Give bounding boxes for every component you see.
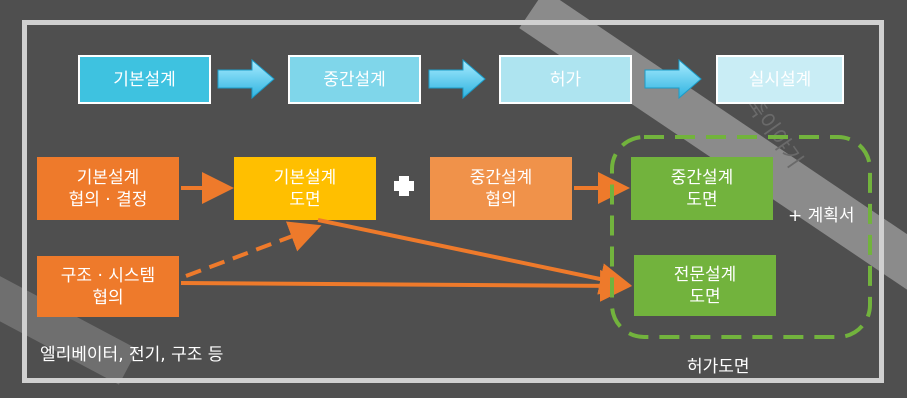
box-middle-drawing: 중간설계 도면 bbox=[631, 157, 773, 220]
stage-basic-design: 기본설계 bbox=[78, 55, 211, 104]
permit-drawings-label: 허가도면 bbox=[687, 357, 750, 377]
box-line: 도면 bbox=[686, 189, 718, 210]
box-specialist-drawing: 전문설계 도면 bbox=[634, 255, 776, 316]
stage-label: 허가 bbox=[549, 69, 582, 90]
box-line: 중간설계 bbox=[670, 167, 734, 188]
box-basic-drawing: 기본설계 도면 bbox=[234, 157, 376, 220]
stage-arrow-3 bbox=[644, 58, 702, 100]
box-line: 기본설계 bbox=[273, 167, 337, 188]
box-line: 구조 · 시스템 bbox=[60, 265, 156, 286]
box-structure-consult: 구조 · 시스템 협의 bbox=[37, 256, 179, 317]
box-basic-consult: 기본설계 협의 · 결정 bbox=[37, 157, 179, 220]
box-middle-consult: 중간설계 협의 bbox=[430, 157, 572, 220]
stage-label: 중간설계 bbox=[323, 69, 386, 90]
box-line: 협의 bbox=[485, 189, 517, 210]
box-line: 협의 · 결정 bbox=[68, 189, 148, 210]
arrow-structure-to-specialist bbox=[180, 269, 632, 302]
stage-label: 실시설계 bbox=[748, 69, 812, 90]
box-line: 전문설계 bbox=[673, 264, 737, 285]
box-line: 도면 bbox=[689, 286, 721, 307]
stage-arrow-2 bbox=[428, 58, 486, 100]
stage-detailed-design: 실시설계 bbox=[716, 55, 844, 104]
box-line: 기본설계 bbox=[76, 167, 140, 188]
stage-label: 기본설계 bbox=[113, 69, 176, 90]
plus-icon bbox=[394, 176, 414, 196]
box-line: 협의 bbox=[92, 287, 124, 308]
box-line: 중간설계 bbox=[469, 167, 533, 188]
plan-doc-label: + 계획서 bbox=[788, 206, 855, 226]
stage-middle-design: 중간설계 bbox=[288, 55, 421, 104]
permit-group-outline bbox=[610, 135, 872, 339]
stage-arrow-1 bbox=[217, 58, 275, 100]
diagram-frame bbox=[22, 20, 884, 383]
stage-permit: 허가 bbox=[499, 55, 632, 104]
dashed-arrow-structure-to-basic bbox=[185, 221, 322, 278]
arrow-basic-to-specialist bbox=[317, 218, 632, 295]
engineering-note-label: 엘리베이터, 전기, 구조 등 bbox=[40, 345, 224, 365]
box-line: 도면 bbox=[289, 189, 321, 210]
